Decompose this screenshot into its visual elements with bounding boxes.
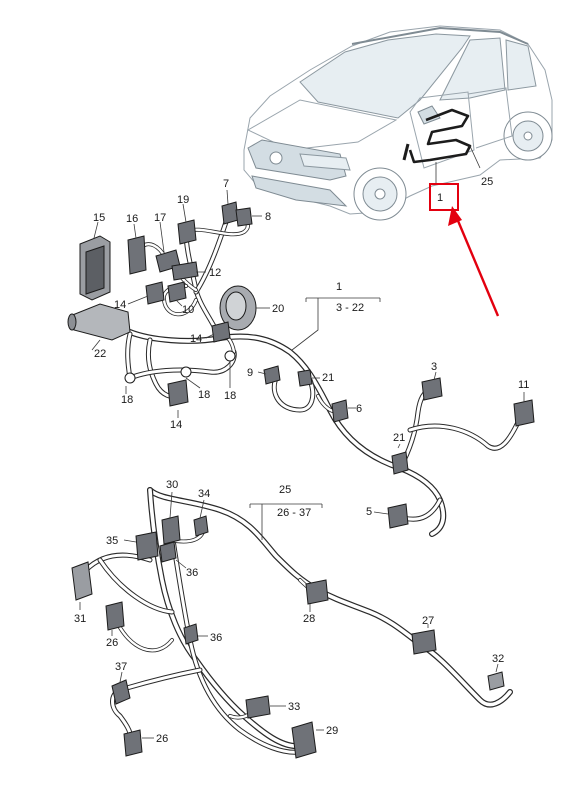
connector-11 <box>513 399 535 427</box>
group-bracket-1 <box>291 297 381 351</box>
callout-14-a: 14 <box>114 299 126 311</box>
connector-30 <box>161 515 181 545</box>
connector-26-a <box>105 601 125 631</box>
connector-27 <box>411 629 437 655</box>
callout-28: 28 <box>303 613 315 625</box>
car-callout-1-box <box>429 183 459 211</box>
connector-36-b <box>183 623 199 645</box>
callout-30: 30 <box>166 479 178 491</box>
clip-18-c <box>224 350 236 362</box>
upper-connectors <box>67 201 535 529</box>
callout-20: 20 <box>272 303 284 315</box>
connector-8 <box>235 207 253 227</box>
callout-14-c: 14 <box>170 419 182 431</box>
callout-31: 31 <box>74 613 86 625</box>
clip-18-a <box>124 372 136 384</box>
car-callout-1: 1 <box>437 192 443 204</box>
connector-36-a <box>159 541 177 563</box>
callout-26-a: 26 <box>106 637 118 649</box>
callout-14-b: 14 <box>190 333 202 345</box>
callout-16: 16 <box>126 213 138 225</box>
callout-32: 32 <box>492 653 504 665</box>
connector-37 <box>111 679 131 705</box>
connector-21-a <box>297 369 313 387</box>
callout-33: 33 <box>288 701 300 713</box>
pointer-arrow <box>448 206 500 317</box>
connector-12 <box>171 261 199 281</box>
connector-10 <box>167 281 187 303</box>
callout-12: 12 <box>209 267 221 279</box>
callout-26-b: 26 <box>156 733 168 745</box>
group-bracket-25 <box>249 503 323 540</box>
upper-group-label: 1 <box>336 281 342 293</box>
connector-9 <box>263 365 281 385</box>
connector-3 <box>421 377 443 401</box>
connector-34 <box>193 515 209 537</box>
callout-18-c: 18 <box>224 390 236 402</box>
connector-5 <box>387 503 409 529</box>
callout-11: 11 <box>518 379 529 391</box>
callout-18-a: 18 <box>121 394 133 406</box>
callout-29: 29 <box>326 725 338 737</box>
callout-36-a: 36 <box>186 567 198 579</box>
callout-19: 19 <box>177 194 189 206</box>
callout-21-b: 21 <box>393 432 405 444</box>
callout-18-b: 18 <box>198 389 210 401</box>
connector-14-a <box>145 281 165 305</box>
car-illustration <box>243 25 553 221</box>
connector-33 <box>245 695 271 719</box>
connector-32 <box>487 671 505 691</box>
callout-21-a: 21 <box>322 372 334 384</box>
car-door-harness <box>408 108 472 164</box>
callout-9: 9 <box>247 367 253 379</box>
connector-14-b <box>211 321 231 343</box>
callout-7: 7 <box>223 178 229 190</box>
connector-35 <box>135 531 159 561</box>
callout-37: 37 <box>115 661 127 673</box>
upper-leader-lines <box>91 189 525 515</box>
connector-16 <box>127 235 147 275</box>
lower-group-label: 25 <box>279 484 291 496</box>
connector-29 <box>291 721 317 759</box>
connector-26-b <box>123 729 143 757</box>
clip-18-b <box>180 366 192 378</box>
callout-27: 27 <box>422 615 434 627</box>
callout-22: 22 <box>94 348 106 360</box>
callout-17: 17 <box>154 212 166 224</box>
connector-31 <box>71 561 93 601</box>
connector-14-c <box>167 379 189 407</box>
lower-connectors <box>71 515 505 759</box>
connector-6 <box>331 399 349 423</box>
callout-8: 8 <box>265 211 271 223</box>
connector-21-b <box>391 451 409 475</box>
callout-35: 35 <box>106 535 118 547</box>
callout-15: 15 <box>93 212 105 224</box>
callout-34: 34 <box>198 488 210 500</box>
connector-28 <box>305 579 329 605</box>
car-callout-25: 25 <box>481 176 493 188</box>
lower-leader-lines <box>79 491 499 739</box>
callout-5: 5 <box>366 506 372 518</box>
callout-36-b: 36 <box>210 632 222 644</box>
callout-3: 3 <box>431 361 437 373</box>
callout-6: 6 <box>356 403 362 415</box>
callout-10: 10 <box>182 304 194 316</box>
connector-19 <box>177 219 197 245</box>
lower-range-label: 26 - 37 <box>277 507 311 519</box>
connector-7 <box>221 201 239 225</box>
upper-range-label: 3 - 22 <box>336 302 364 314</box>
